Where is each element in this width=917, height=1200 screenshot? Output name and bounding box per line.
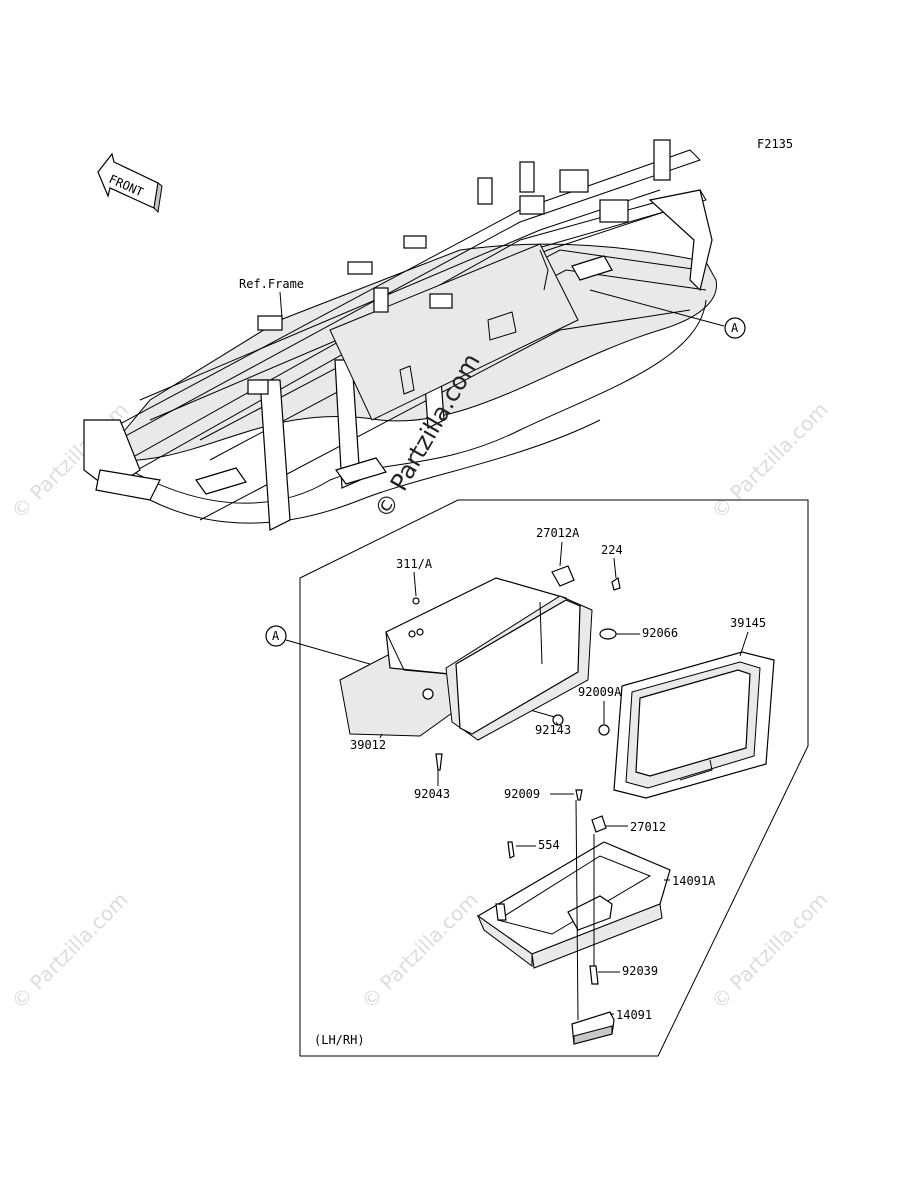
label-92009A: 92009A <box>578 685 622 699</box>
pin-92043 <box>435 753 443 771</box>
label-92143: 92143 <box>535 723 571 737</box>
pin-554 <box>507 841 515 859</box>
cover-39145 <box>613 651 775 799</box>
label-92066: 92066 <box>642 626 678 640</box>
glovebox-housing-39012 <box>339 577 593 741</box>
watermark-text: © Partzilla.com <box>7 887 133 1013</box>
tray-14091A <box>476 841 671 969</box>
marker-a-upper: A <box>589 289 746 339</box>
label-27012A: 27012A <box>536 526 580 540</box>
figure-code: F2135 <box>757 137 793 151</box>
label-92009: 92009 <box>504 787 540 801</box>
fastener-311A <box>412 597 420 605</box>
clip-27012 <box>591 815 607 833</box>
part-labels: 27012A 224 311/A 39145 92066 92009A 9214… <box>350 526 766 1022</box>
screw-92009 <box>575 789 583 801</box>
label-14091: 14091 <box>616 1008 652 1022</box>
watermark-text: © Partzilla.com <box>707 887 833 1013</box>
watermark-text: © Partzilla.com <box>707 397 833 523</box>
label-92039: 92039 <box>622 964 658 978</box>
front-arrow-icon: FRONT <box>97 152 163 214</box>
pin-92039 <box>589 965 599 985</box>
label-14091A: 14091A <box>672 874 716 888</box>
leader-line <box>279 291 283 319</box>
screw-224 <box>611 577 621 591</box>
clip-27012A <box>551 565 575 587</box>
detail-box <box>299 499 809 1057</box>
cap-92066 <box>599 628 617 640</box>
label-224: 224 <box>601 543 623 557</box>
hardware <box>412 565 621 1021</box>
watermark-text: © Partzilla.com <box>357 887 483 1013</box>
label-311A: 311/A <box>396 557 433 571</box>
latch-14091 <box>571 1011 615 1045</box>
marker-a-label: A <box>731 321 739 335</box>
bolt-92009A <box>598 724 610 736</box>
frame-drawing <box>83 139 717 531</box>
marker-a-label: A <box>272 629 280 643</box>
label-27012: 27012 <box>630 820 666 834</box>
label-554: 554 <box>538 838 560 852</box>
label-92043: 92043 <box>414 787 450 801</box>
ref-frame-label: Ref.Frame <box>239 277 304 291</box>
label-39145: 39145 <box>730 616 766 630</box>
variant-label: (LH/RH) <box>314 1033 365 1047</box>
label-39012: 39012 <box>350 738 386 752</box>
